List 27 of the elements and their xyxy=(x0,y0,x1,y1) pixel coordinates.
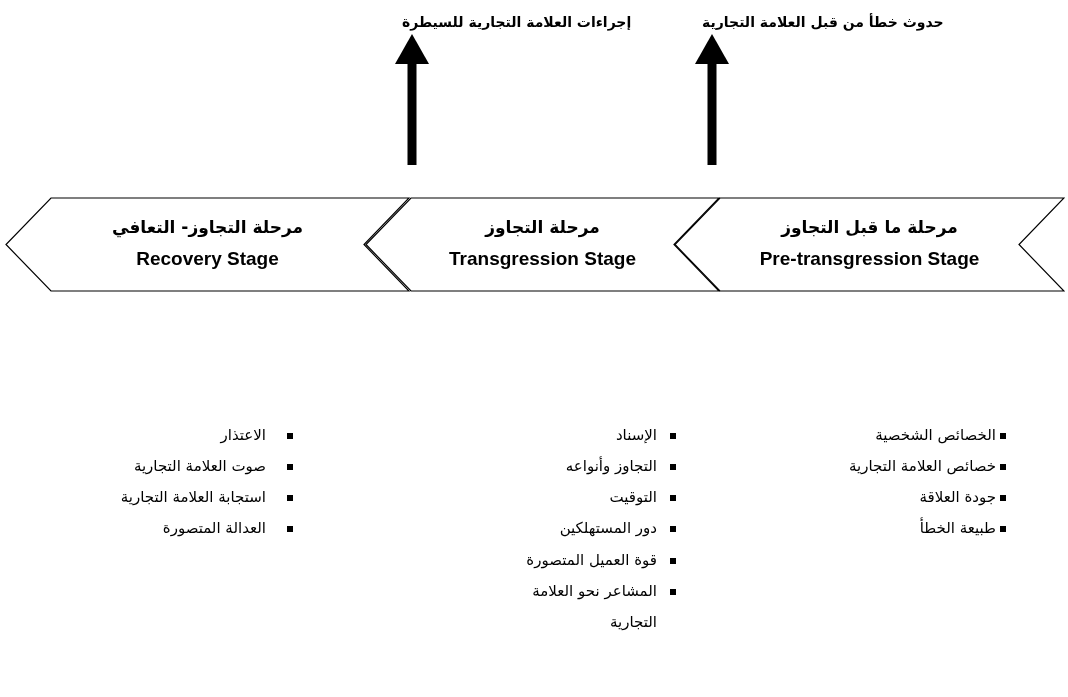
stage-subtitle: Pre-transgression Stage xyxy=(758,247,981,271)
list-item: جودة العلاقة xyxy=(919,487,996,508)
heading-text: حدوث خطأ من قبل العلامة التجارية xyxy=(702,10,944,34)
stage-title: مرحلة التجاوز- التعافي xyxy=(110,216,305,240)
list-item: دور المستهلكين xyxy=(559,518,657,539)
stage-title: مرحلة ما قبل التجاوز xyxy=(779,216,959,240)
list-item: قوة العميل المتصورة xyxy=(526,550,657,571)
heading-text: إجراءات العلامة التجارية للسيطرة xyxy=(402,10,632,34)
list-item: المشاعر نحو العلامة التجارية xyxy=(531,581,657,633)
arrow xyxy=(395,34,429,165)
list-item: استجابة العلامة التجارية xyxy=(120,487,266,508)
list-item: الخصائص الشخصية xyxy=(875,425,996,446)
stage-subtitle: Transgression Stage xyxy=(448,247,637,271)
list-item: التوقيت xyxy=(609,487,657,508)
chevron-box xyxy=(5,197,410,292)
arrow xyxy=(695,34,729,165)
list-item: التجاوز وأنواعه xyxy=(565,455,657,477)
list-item: العدالة المتصورة xyxy=(162,518,266,539)
list-item: الاعتذار xyxy=(220,425,266,446)
list-item: طبيعة الخطأ xyxy=(919,516,996,539)
stage-title: مرحلة التجاوز xyxy=(483,216,601,240)
chevron-box xyxy=(674,197,1065,292)
list-item: الإسناد xyxy=(615,425,657,446)
stage-subtitle: Recovery Stage xyxy=(135,247,280,271)
list-item: خصائص العلامة التجارية xyxy=(849,456,996,477)
chevron-box xyxy=(365,197,720,292)
list-item: صوت العلامة التجارية xyxy=(133,456,266,477)
